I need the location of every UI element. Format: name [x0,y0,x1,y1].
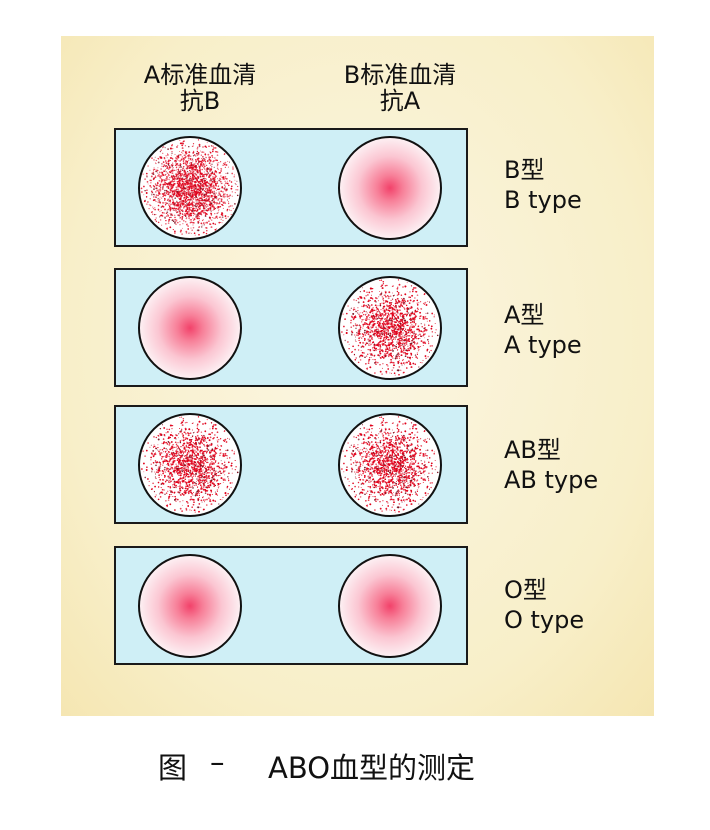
type-label-en: O type [504,605,584,635]
agglutination-speckles [140,415,240,515]
agglutination-speckles [340,415,440,515]
drop-ab-left [138,413,242,517]
type-label-b: B型 B type [504,155,582,215]
column-header-line2: 抗B [100,88,300,114]
drop-ab-right [338,413,442,517]
drop-b-right [338,136,442,240]
type-label-cn: O型 [504,575,584,605]
column-header-anti-b: A标准血清 抗B [100,62,300,114]
type-label-ab: AB型 AB type [504,435,598,495]
column-header-anti-a: B标准血清 抗A [300,62,500,114]
type-label-cn: AB型 [504,435,598,465]
drop-b-left [138,136,242,240]
type-label-en: AB type [504,465,598,495]
type-label-a: A型 A type [504,300,582,360]
caption-title: ABO血型的测定 [268,745,475,787]
type-label-en: B type [504,185,582,215]
column-header-line1: B标准血清 [300,62,500,88]
column-header-line2: 抗A [300,88,500,114]
agglutination-speckles [340,278,440,378]
column-header-line1: A标准血清 [100,62,300,88]
type-label-cn: A型 [504,300,582,330]
type-label-o: O型 O type [504,575,584,635]
type-label-en: A type [504,330,582,360]
caption-dash: – [210,745,225,779]
drop-a-left [138,276,242,380]
drop-o-right [338,554,442,658]
type-label-cn: B型 [504,155,582,185]
agglutination-speckles [140,138,240,238]
caption-prefix: 图 [158,745,187,787]
drop-o-left [138,554,242,658]
drop-a-right [338,276,442,380]
